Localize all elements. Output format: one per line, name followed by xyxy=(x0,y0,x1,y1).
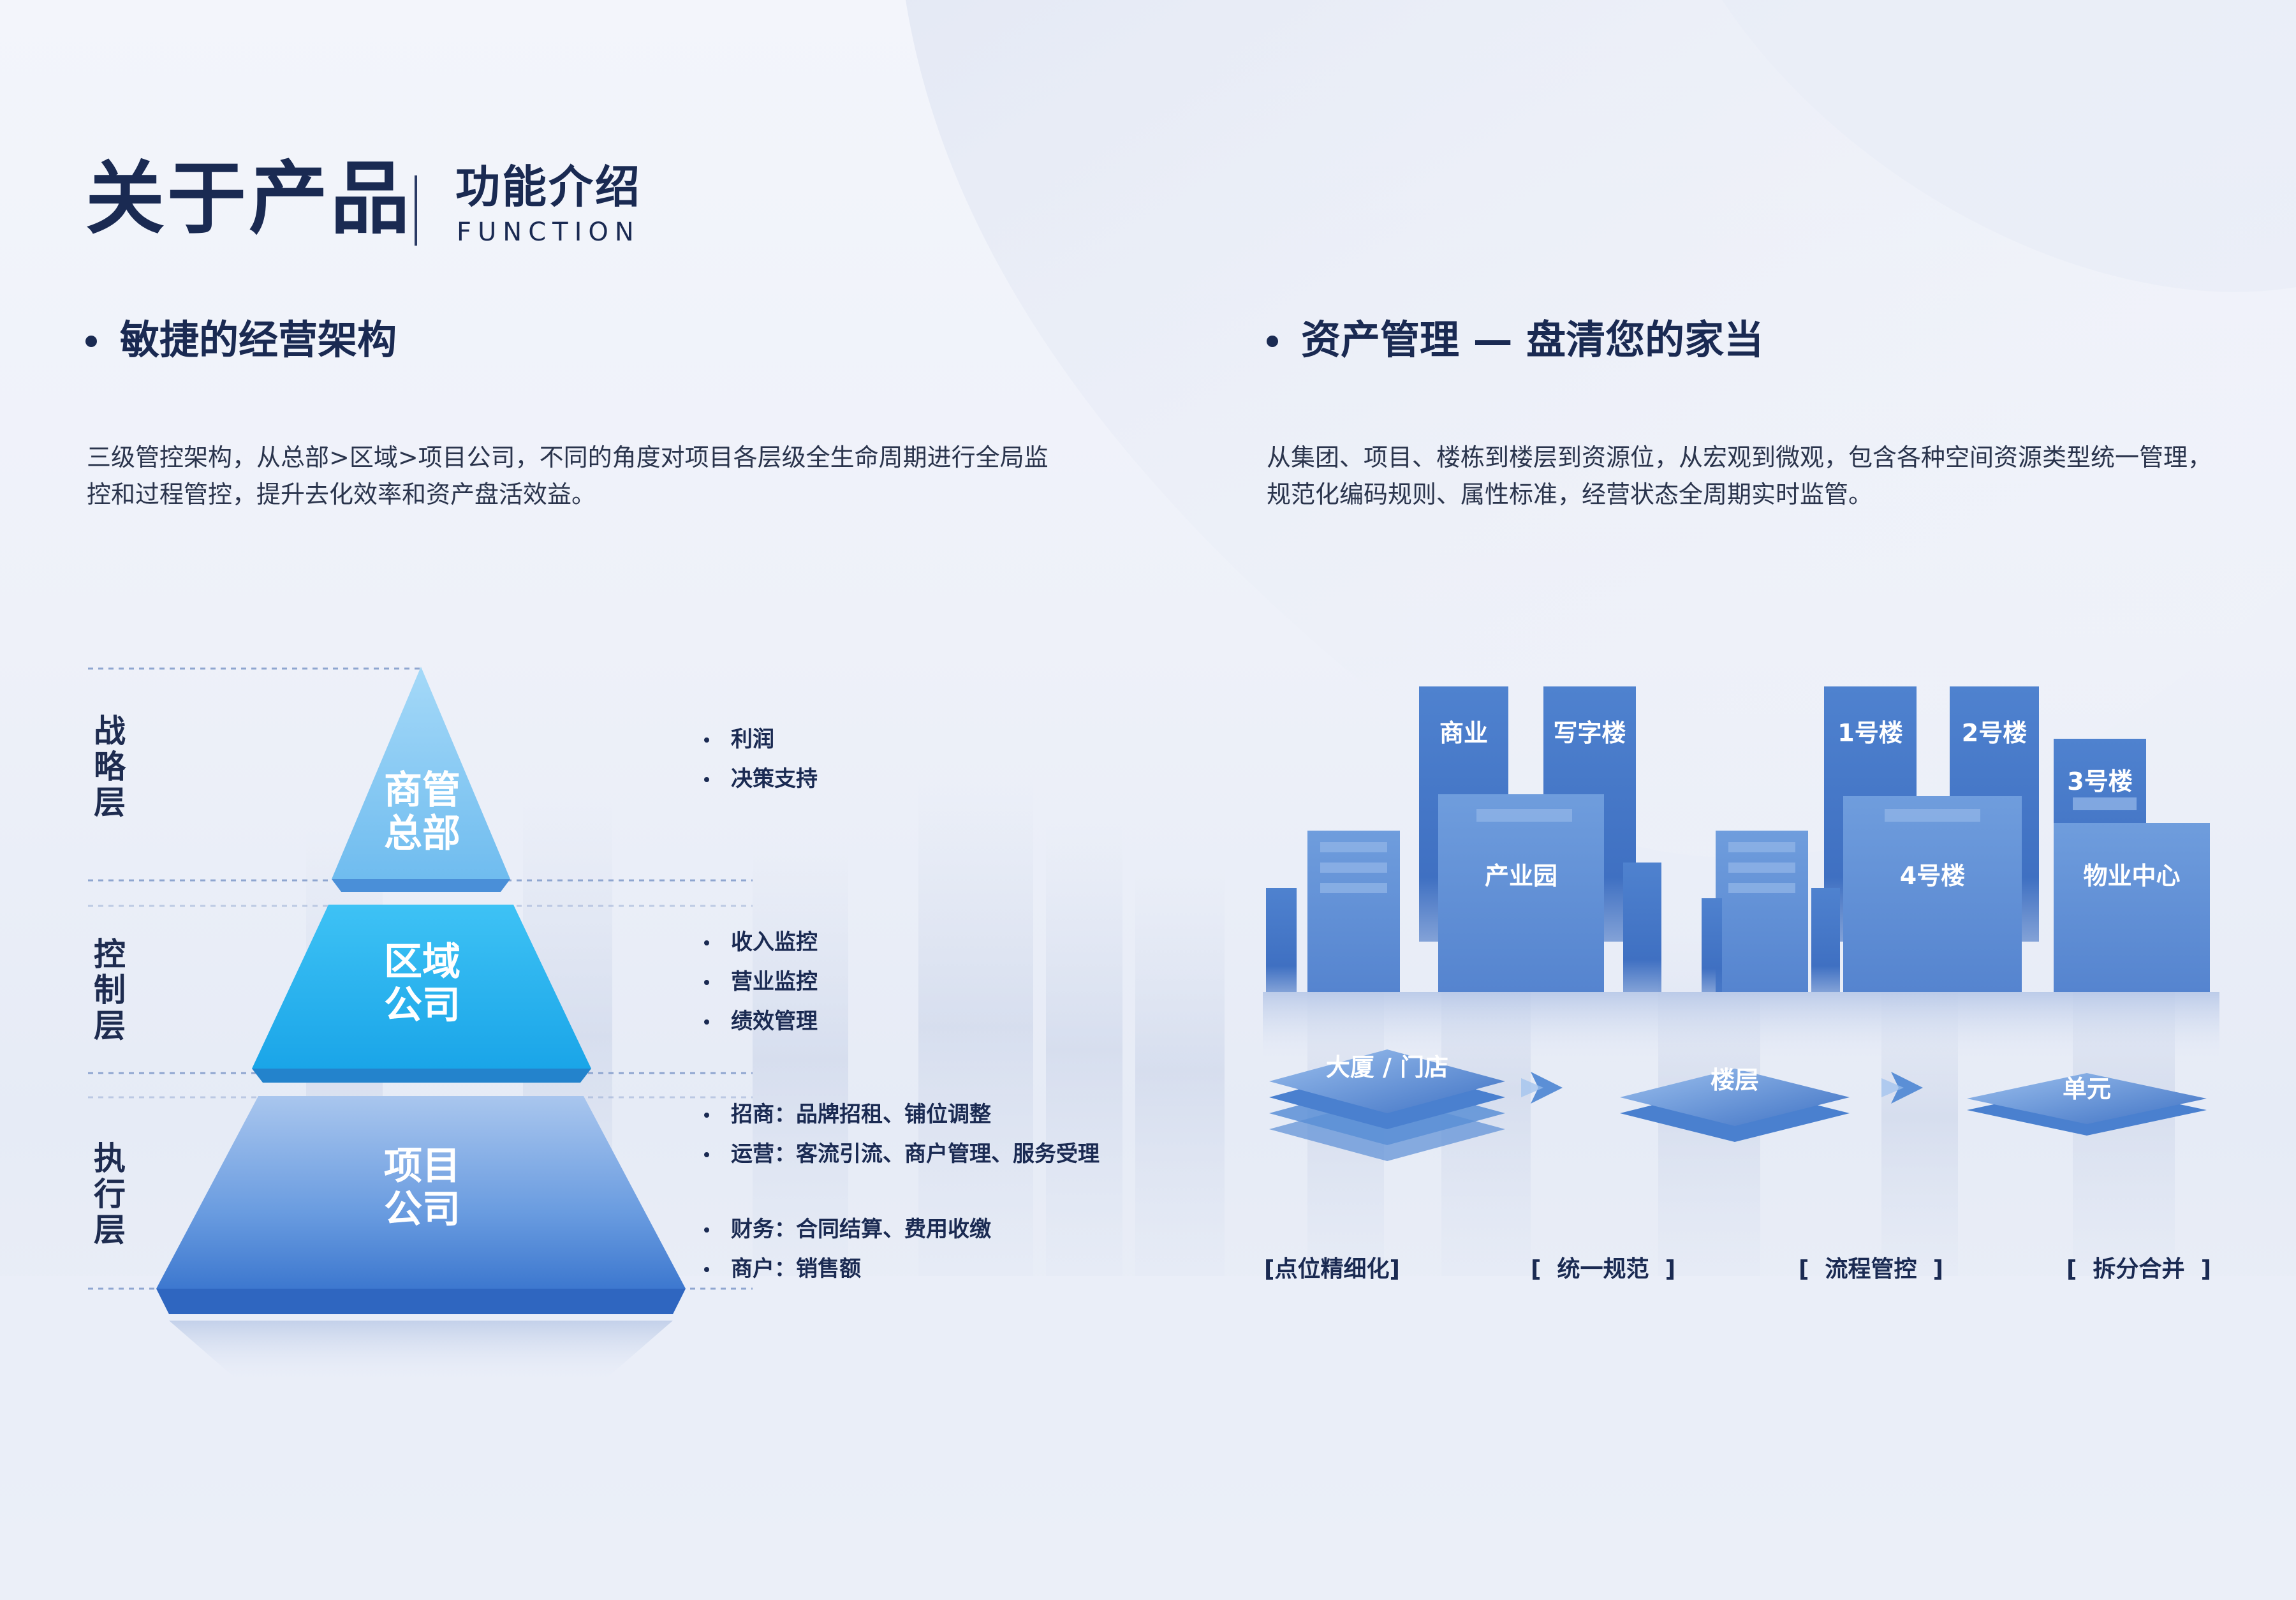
label-building-2: 2号楼 xyxy=(1961,719,2027,747)
list-item: 营业监控 xyxy=(704,962,818,1002)
label-office: 写字楼 xyxy=(1553,719,1626,747)
tag-point-refinement: [点位精细化] xyxy=(1264,1256,1400,1282)
plate-floor xyxy=(1620,1069,1850,1142)
building-property-center xyxy=(2054,823,2210,992)
label-plate-unit: 单元 xyxy=(2062,1075,2111,1103)
arrow-icon xyxy=(1891,1072,1923,1104)
bullet-dot xyxy=(1267,336,1278,347)
title-divider xyxy=(415,175,417,246)
buildings-illustration xyxy=(1263,686,2219,1161)
section-description-assets: 从集团、项目、楼栋到楼层到资源位，从宏观到微观，包含各种空间资源类型统一管理，规… xyxy=(1267,443,2212,508)
pyramid-bottom-text: 项目 公司 xyxy=(352,1144,492,1231)
strategy-items: 利润 决策支持 xyxy=(704,720,818,799)
layer-label-control: 控制层 xyxy=(94,936,126,1044)
page-title: 关于产品 xyxy=(85,153,413,245)
building-small-mid xyxy=(1716,831,1808,992)
pyramid-mid-block xyxy=(252,905,591,1069)
pyramid-diagram xyxy=(88,667,753,1384)
pyramid-bottom-block xyxy=(156,1096,686,1289)
section-heading-assets: 资产管理 — 盘清您的家当 xyxy=(1301,316,1764,363)
list-item: 收入监控 xyxy=(704,922,818,962)
list-item: 决策支持 xyxy=(704,759,818,799)
tag-split-merge: [ 拆分合并 ] xyxy=(2066,1256,2212,1282)
plate-unit xyxy=(1967,1073,2207,1136)
section-heading-structure: 敏捷的经营架构 xyxy=(120,316,397,363)
label-property-center: 物业中心 xyxy=(2083,862,2181,890)
pyramid-bottom-line-2: 公司 xyxy=(384,1187,460,1232)
arrow-icon xyxy=(1531,1072,1563,1104)
section-description-structure: 三级管控架构，从总部>区域>项目公司，不同的角度对项目各层级全生命周期进行全局监… xyxy=(87,443,1049,508)
execution-items-b: 财务：合同结算、费用收缴 商户：销售额 xyxy=(704,1210,991,1289)
list-item: 招商：品牌招租、铺位调整 xyxy=(704,1095,1100,1134)
label-commercial: 商业 xyxy=(1439,719,1488,747)
list-item: 财务：合同结算、费用收缴 xyxy=(704,1210,991,1249)
label-building-1: 1号楼 xyxy=(1837,719,1903,747)
pyramid-bottom-line-1: 项目 xyxy=(384,1144,460,1189)
list-item: 利润 xyxy=(704,720,818,759)
label-plate-building: 大厦 / 门店 xyxy=(1325,1053,1449,1081)
page-subtitle-en: FUNCTION xyxy=(457,218,640,247)
pyramid-mid-line-2: 公司 xyxy=(384,983,460,1028)
list-item: 运营：客流引流、商户管理、服务受理 xyxy=(704,1134,1100,1174)
layer-label-strategy: 战略层 xyxy=(94,713,126,821)
tag-process-control: [ 流程管控 ] xyxy=(1799,1256,1944,1282)
pyramid-top-block xyxy=(332,667,510,879)
label-building-4: 4号楼 xyxy=(1899,862,1966,890)
list-item: 绩效管理 xyxy=(704,1002,818,1041)
pyramid-top-line-2: 总部 xyxy=(384,811,460,856)
pyramid-mid-line-1: 区域 xyxy=(384,940,460,984)
control-items: 收入监控 营业监控 绩效管理 xyxy=(704,922,818,1041)
label-industrial-park: 产业园 xyxy=(1484,862,1557,890)
label-plate-floor: 楼层 xyxy=(1710,1066,1759,1094)
list-item: 商户：销售额 xyxy=(704,1249,991,1289)
pyramid-top-line-1: 商管 xyxy=(384,768,460,813)
page-subtitle: 功能介绍 xyxy=(455,161,642,213)
pyramid-top-text: 商管 总部 xyxy=(352,769,492,856)
pyramid-mid-text: 区域 公司 xyxy=(352,940,492,1027)
bullet-dot xyxy=(85,336,97,347)
tag-unified-standard: [ 统一规范 ] xyxy=(1531,1256,1676,1282)
building-small-left xyxy=(1307,831,1400,992)
execution-items-a: 招商：品牌招租、铺位调整 运营：客流引流、商户管理、服务受理 xyxy=(704,1095,1100,1174)
building-industrial-park xyxy=(1438,794,1604,992)
building-4 xyxy=(1843,796,2022,992)
label-building-3: 3号楼 xyxy=(2067,767,2133,796)
plate-building xyxy=(1269,1049,1505,1161)
layer-label-execution: 执行层 xyxy=(94,1140,126,1248)
